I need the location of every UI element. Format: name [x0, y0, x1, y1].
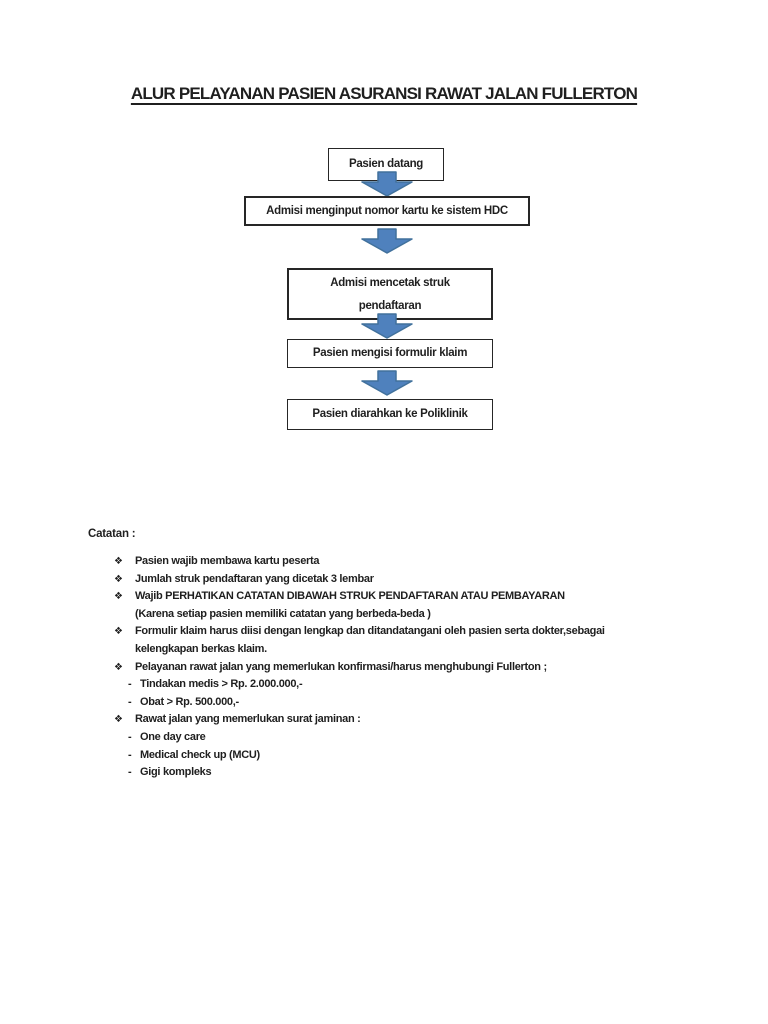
note-text: kelengkapan berkas klaim.: [135, 642, 267, 655]
dash-bullet-icon: -: [128, 678, 132, 691]
dash-bullet-icon: -: [128, 766, 132, 779]
note-continuation: kelengkapan berkas klaim.: [0, 641, 768, 659]
note-item: ❖ Formulir klaim harus diisi dengan leng…: [0, 623, 768, 641]
note-item: ❖ Rawat jalan yang memerlukan surat jami…: [0, 711, 768, 729]
flowchart-step-label: Pasien datang: [348, 158, 424, 170]
diamond-bullet-icon: ❖: [114, 626, 123, 638]
dash-bullet-icon: -: [128, 748, 132, 761]
flowchart-step-label: Pasien mengisi formulir klaim: [312, 347, 468, 359]
diamond-bullet-icon: ❖: [114, 714, 123, 726]
note-text: One day care: [140, 730, 206, 743]
note-text: (Karena setiap pasien memiliki catatan y…: [135, 607, 431, 620]
note-text: Gigi kompleks: [140, 766, 212, 779]
diamond-bullet-icon: ❖: [114, 556, 123, 567]
dash-bullet-icon: -: [128, 695, 132, 708]
flowchart-step-ke-poliklinik: Pasien diarahkan ke Poliklinik: [287, 399, 493, 430]
note-subitem: - Medical check up (MCU): [0, 747, 768, 765]
note-text: Wajib PERHATIKAN CATATAN DIBAWAH STRUK P…: [135, 590, 565, 603]
flowchart-step-label-line2: pendaftaran: [358, 300, 422, 312]
dash-bullet-icon: -: [128, 730, 132, 743]
flowchart-step-admisi-input: Admisi menginput nomor kartu ke sistem H…: [244, 196, 530, 226]
note-item: ❖ Wajib PERHATIKAN CATATAN DIBAWAH STRUK…: [0, 588, 768, 606]
note-item: ❖ Pasien wajib membawa kartu peserta: [0, 553, 768, 571]
diamond-bullet-icon: ❖: [114, 661, 123, 673]
note-subitem: - Tindakan medis > Rp. 2.000.000,-: [0, 676, 768, 694]
down-arrow-icon: [361, 313, 413, 339]
flowchart-step-cetak-struk: Admisi mencetak struk pendaftaran: [287, 268, 493, 320]
note-subitem: - Obat > Rp. 500.000,-: [0, 694, 768, 712]
flowchart-step-label: Admisi menginput nomor kartu ke sistem H…: [266, 205, 508, 217]
page-title: ALUR PELAYANAN PASIEN ASURANSI RAWAT JAL…: [130, 84, 638, 103]
note-text: Tindakan medis > Rp. 2.000.000,-: [140, 678, 303, 691]
flowchart-step-label-line1: Admisi mencetak struk: [330, 277, 450, 289]
diamond-bullet-icon: ❖: [114, 573, 123, 585]
note-text: Pelayanan rawat jalan yang memerlukan ko…: [135, 660, 547, 673]
flowchart-step-isi-formulir: Pasien mengisi formulir klaim: [287, 339, 493, 368]
down-arrow-icon: [361, 171, 413, 197]
diamond-bullet-icon: ❖: [114, 591, 123, 603]
note-item: ❖ Pelayanan rawat jalan yang memerlukan …: [0, 659, 768, 677]
note-text: Jumlah struk pendaftaran yang dicetak 3 …: [135, 572, 374, 585]
note-text: Formulir klaim harus diisi dengan lengka…: [135, 625, 605, 638]
note-text: Obat > Rp. 500.000,-: [140, 695, 239, 708]
note-text: Pasien wajib membawa kartu peserta: [135, 555, 320, 567]
note-text: Rawat jalan yang memerlukan surat jamina…: [135, 713, 361, 726]
flowchart-step-label: Pasien diarahkan ke Poliklinik: [312, 408, 468, 420]
note-subitem: - One day care: [0, 729, 768, 747]
notes-list: ❖ Pasien wajib membawa kartu peserta ❖ J…: [0, 553, 768, 782]
note-continuation: (Karena setiap pasien memiliki catatan y…: [0, 606, 768, 624]
notes-heading: Catatan :: [88, 528, 136, 540]
note-text: Medical check up (MCU): [140, 748, 260, 761]
down-arrow-icon: [361, 228, 413, 254]
down-arrow-icon: [361, 370, 413, 396]
note-item: ❖ Jumlah struk pendaftaran yang dicetak …: [0, 571, 768, 589]
note-subitem: - Gigi kompleks: [0, 764, 768, 782]
